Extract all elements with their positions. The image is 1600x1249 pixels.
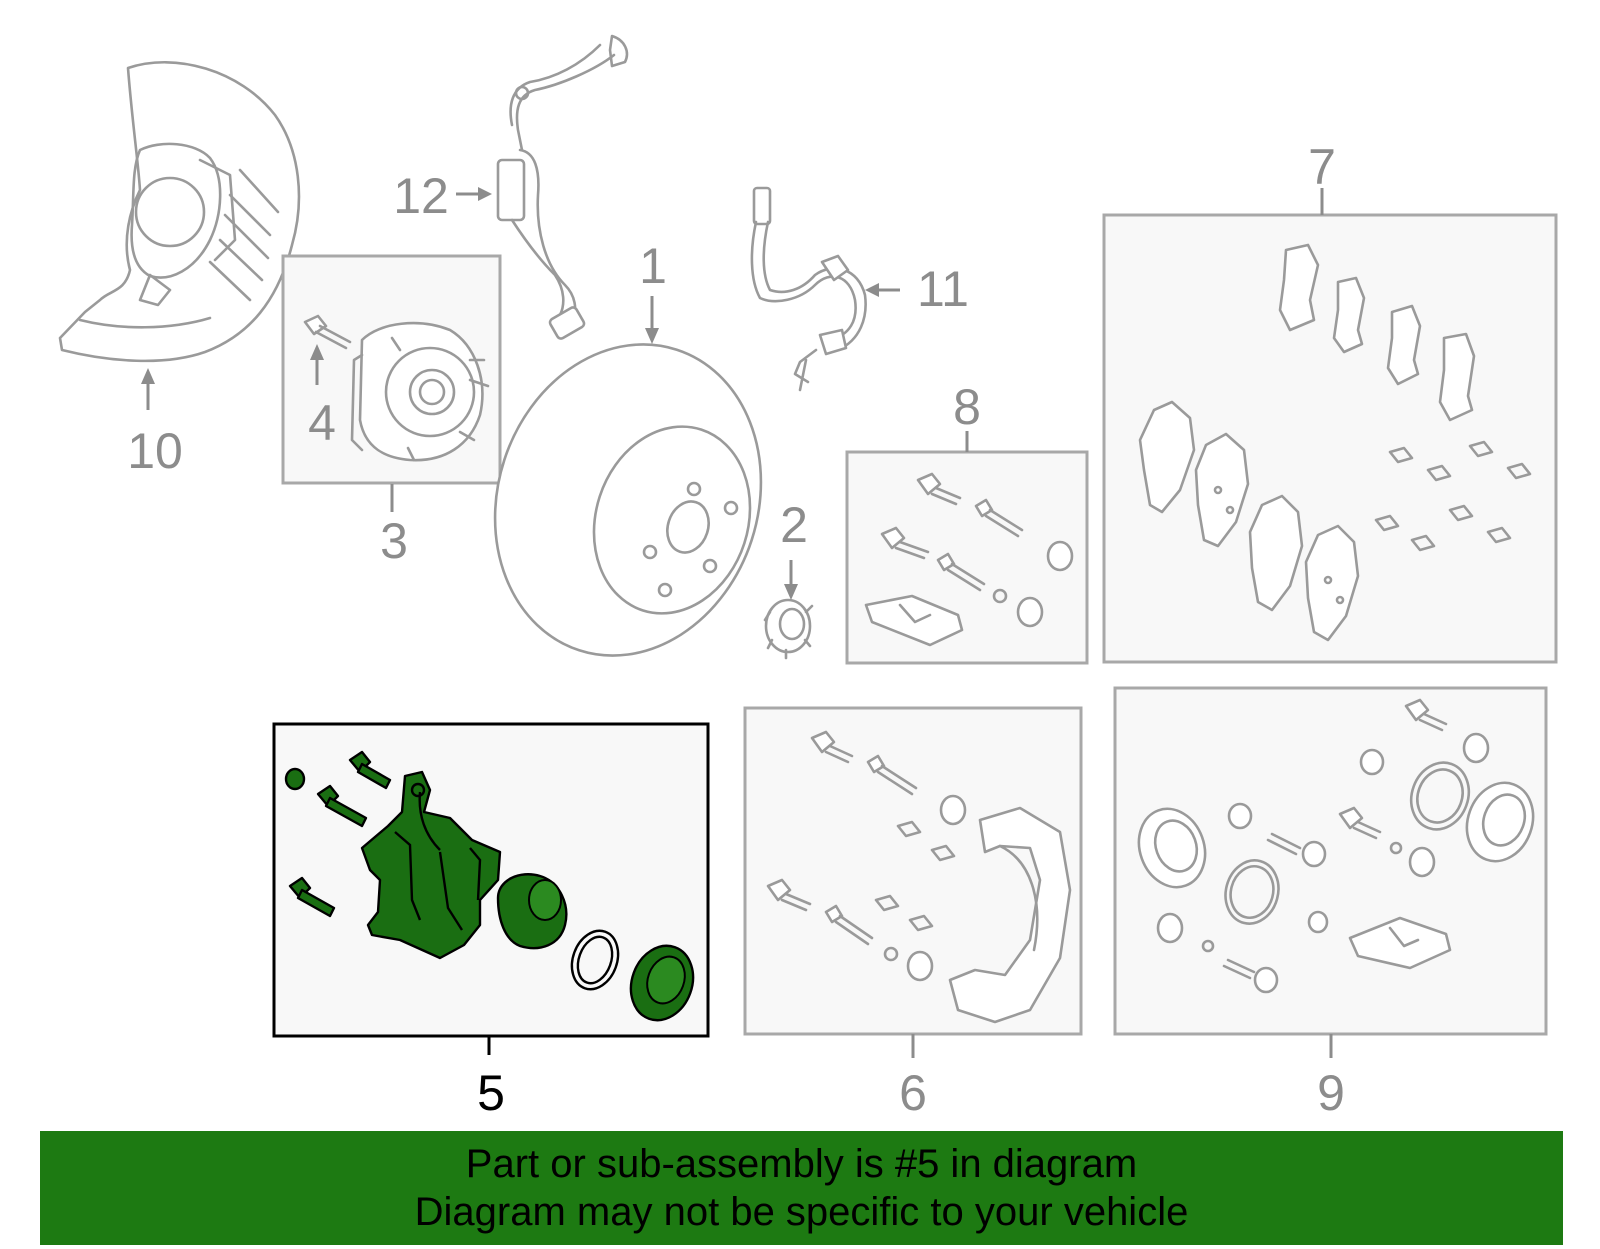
caliper-assembly-part-5[interactable] [284, 750, 703, 1029]
callout-2[interactable]: 2 [780, 497, 808, 553]
guide-pin-kit-contents-part-8 [864, 472, 1074, 647]
callout-3[interactable]: 3 [380, 513, 408, 569]
caliper-repair-kit-contents-part-9 [1137, 698, 1535, 994]
callout-9[interactable]: 9 [1317, 1065, 1345, 1121]
callout-1[interactable]: 1 [639, 238, 667, 294]
callout-6[interactable]: 6 [899, 1065, 927, 1121]
arrow-4 [310, 344, 324, 360]
arrow-10 [141, 368, 155, 384]
dust-shield-part-10[interactable] [58, 61, 301, 363]
hub-nut-part-2[interactable] [763, 598, 814, 660]
arrow-11 [865, 283, 879, 297]
arrow-2 [784, 584, 798, 600]
callout-10[interactable]: 10 [127, 423, 183, 479]
info-banner: Part or sub-assembly is #5 in diagram Di… [40, 1131, 1563, 1245]
callout-7[interactable]: 7 [1308, 139, 1336, 195]
callout-5[interactable]: 5 [477, 1065, 505, 1121]
brake-hose-part-11[interactable] [750, 186, 867, 392]
arrow-1 [645, 328, 659, 344]
brake-pad-kit-contents-part-7 [1138, 243, 1532, 642]
arrow-12 [478, 187, 492, 201]
callout-12[interactable]: 12 [393, 168, 449, 224]
hub-bearing-part-3[interactable] [350, 321, 490, 462]
callout-8[interactable]: 8 [953, 379, 981, 435]
callout-11[interactable]: 11 [917, 261, 969, 317]
brake-rotor-part-1[interactable] [456, 310, 801, 691]
banner-line-2: Diagram may not be specific to your vehi… [414, 1190, 1189, 1234]
caliper-bracket-contents-part-6 [766, 730, 1072, 1024]
hub-bolt-part-4[interactable] [303, 314, 352, 350]
banner-line-1: Part or sub-assembly is #5 in diagram [465, 1142, 1138, 1186]
speed-sensor-part-12[interactable] [496, 34, 629, 340]
callout-4[interactable]: 4 [308, 395, 336, 451]
